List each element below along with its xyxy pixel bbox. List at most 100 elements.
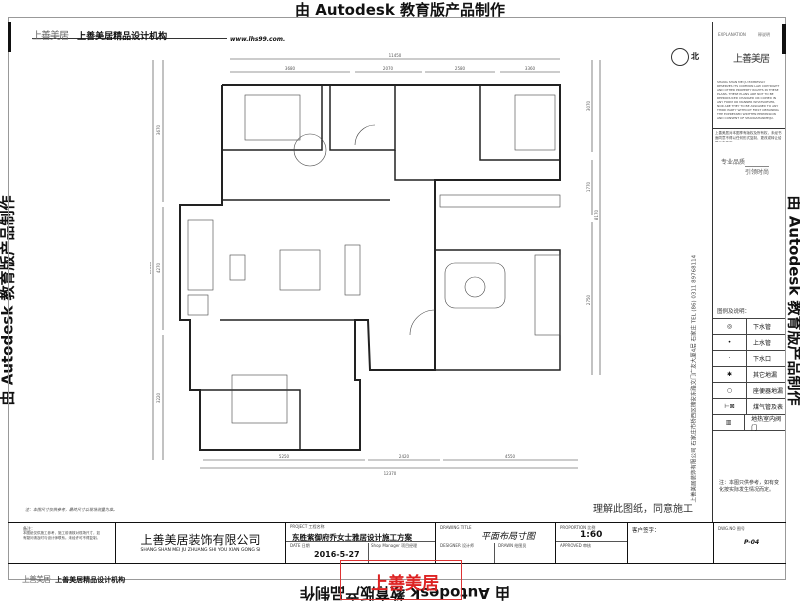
dim-bottom-3: 4550 [505,454,516,459]
dim-left-1: 3670 [156,124,161,135]
website: www.lhs99.com. [230,36,285,43]
dim-top-1: 3680 [285,66,296,71]
legend-row: ✱其它地漏 [713,367,785,383]
company-cell: 上善美居装饰有限公司 SHANG SHAN MEI JU ZHUANG SHI … [116,523,286,563]
side-panel: EXPLANATION 释说明 上善美居 SHANG SHAN MEI JU E… [712,22,784,522]
date-label: DATE 日期 [290,543,310,548]
bed-second [515,95,555,150]
floor-drain-icon: ✱ [713,367,747,382]
dining-chairs [445,263,505,308]
uppipe-icon: • [713,335,747,350]
sofa [345,245,360,295]
stamp-text: 上善美居 [371,574,439,594]
legend-row: ▥地热室内阀门 [713,415,785,431]
downpipe-icon: ◎ [713,319,747,334]
cabinet [535,255,560,335]
copyright-en: SHANG SHAN MEI JU EXPRESSLY RESERVES ITS… [717,80,781,126]
bed-master [245,95,300,140]
footer-org-name: 上善美居精品设计机构 [55,576,125,584]
north-arrow [671,48,689,66]
legend-label: 座便器地漏 [747,386,783,395]
dim-bottom-1: 5250 [279,454,290,459]
explanation-label: EXPLANATION [718,32,746,37]
dwg-no: P-04 [744,539,759,546]
copyright-cn: 上善美居对本图享有版权及所有权，未经书面同意不得以任何形式复制、更改或转让给第三… [713,128,785,142]
watermark-right: 由 Autodesk 教育版产品制作 [785,196,800,406]
legend-row: •上水管 [713,335,785,351]
drawing-title: 平面布局寸图 [481,529,535,542]
drawing-title-label: DRAWING TITLE [440,525,472,530]
dim-right-total: 8170 [594,209,599,220]
dim-right-2: 1770 [586,181,591,192]
company-name-en: SHANG SHAN MEI JU ZHUANG SHI YOU XIAN GO… [116,548,285,553]
legend-label: 下水口 [747,354,771,363]
footer-org: 上善美居 上善美居精品设计机构 [22,567,125,586]
legend-label: 其它地漏 [747,370,777,379]
approval-text: 理解此图纸，同意施工 [593,500,693,515]
legend-label: 地热室内阀门 [745,414,785,432]
vertical-address: 上善美居装饰有限公司 石家庄市桥西区槐安东路文门广友大厦4层 石家庄 TEL (… [693,43,698,503]
brand-stamp: 上善美居 [340,560,462,600]
armchair [230,255,245,280]
dim-bottom-total: 12370 [384,471,397,476]
dim-left-3: 3220 [156,392,161,403]
door-swing [355,125,375,145]
dim-bottom-2: 2420 [399,454,410,459]
plan-note: 注：本图尺寸仅供参考，最终尺寸以现场测量为准。 [25,507,117,513]
scale-value: 1:60 [580,530,602,540]
footer-logo: 上善美居 [22,575,50,584]
legend-label: 上水管 [747,338,771,347]
heating-valve-icon: ▥ [713,415,745,430]
slogan-2: 引领时尚 [745,166,769,176]
approved-label: APPROVED 审核 [560,543,591,548]
project-label: PROJECT 工程名称 [290,524,325,529]
designer-label: DESIGNER 设计师 [440,543,474,548]
legend-label: 煤气管及表 [747,402,783,411]
dim-top-3: 2580 [455,66,466,71]
legend-title: 图例及说明： [717,307,750,315]
company-name-cn: 上善美居装饰有限公司 [116,531,285,548]
drawing-title-cell: DRAWING TITLE 平面布局寸图 DESIGNER 设计师 DRAWN … [436,523,556,563]
panel-logo: 上善美居 [733,50,769,65]
dim-top-2: 2070 [383,66,394,71]
legend-note: 注：本图只供参考，如有变化按实际发生情况而定。 [719,480,781,494]
project-cell: PROJECT 工程名称 东胜紫御府乔女士雅居设计施工方案 DATE 日期 20… [286,523,436,563]
slogan-1: 专业品质 [721,157,745,166]
kitchen-counter [440,195,560,207]
header: 上善美居 上善美居精品设计机构 [32,24,227,39]
client-sign-label: 客户签字： [632,526,660,534]
frame-left-bar [8,22,11,52]
explanation-cn: 释说明 [758,32,770,38]
dwg-no-cell: DWG.NO 图号 P-04 [714,523,786,563]
legend-row: ·下水口 [713,351,785,367]
dim-left-total: 10540 [150,261,152,274]
drawn-label: DRAWN 绘图员 [494,543,526,563]
wardrobe [188,220,213,290]
shaft [188,295,208,315]
floor-plan: 11450 3680 2070 2580 3360 5250 2420 4550… [150,50,650,490]
org-name: 上善美居精品设计机构 [77,32,167,42]
panel-top-bar [782,24,786,54]
client-sign-cell: 客户签字： [628,523,714,563]
notes-text: 本图纸仅供施工参考，施工前请核对现场尺寸，如有疑问请及时与设计师联系。未经许可不… [23,531,100,541]
legend-row: ○座便器地漏 [713,383,785,399]
legend-row: ◎下水管 [713,319,785,335]
legend-table: ◎下水管 •上水管 ·下水口 ✱其它地漏 ○座便器地漏 ⊢⊠煤气管及表 ▥地热室… [713,318,785,478]
dim-left-2: 4270 [156,262,161,273]
bed-third [232,375,287,423]
dwg-no-label: DWG.NO 图号 [718,526,745,531]
dim-top-4: 3360 [525,66,536,71]
toilet-drain-icon: ○ [713,383,747,398]
dining-table [465,277,485,297]
outer-wall [180,85,560,450]
brand-logo: 上善美居 [32,31,68,42]
dim-top-total: 11450 [389,53,402,58]
notes-cell: 备注： 本图纸仅供施工参考，施工前请核对现场尺寸，如有疑问请及时与设计师联系。未… [8,523,116,563]
legend-label: 下水管 [747,322,771,331]
scale-cell: PROPORTION 比例 1:60 APPROVED 审核 [556,523,628,563]
gas-meter-icon: ⊢⊠ [713,399,747,414]
dim-right-3: 2750 [586,294,591,305]
drain-icon: · [713,351,747,366]
dim-right-1: 3070 [586,100,591,111]
coffee-table [280,250,320,290]
